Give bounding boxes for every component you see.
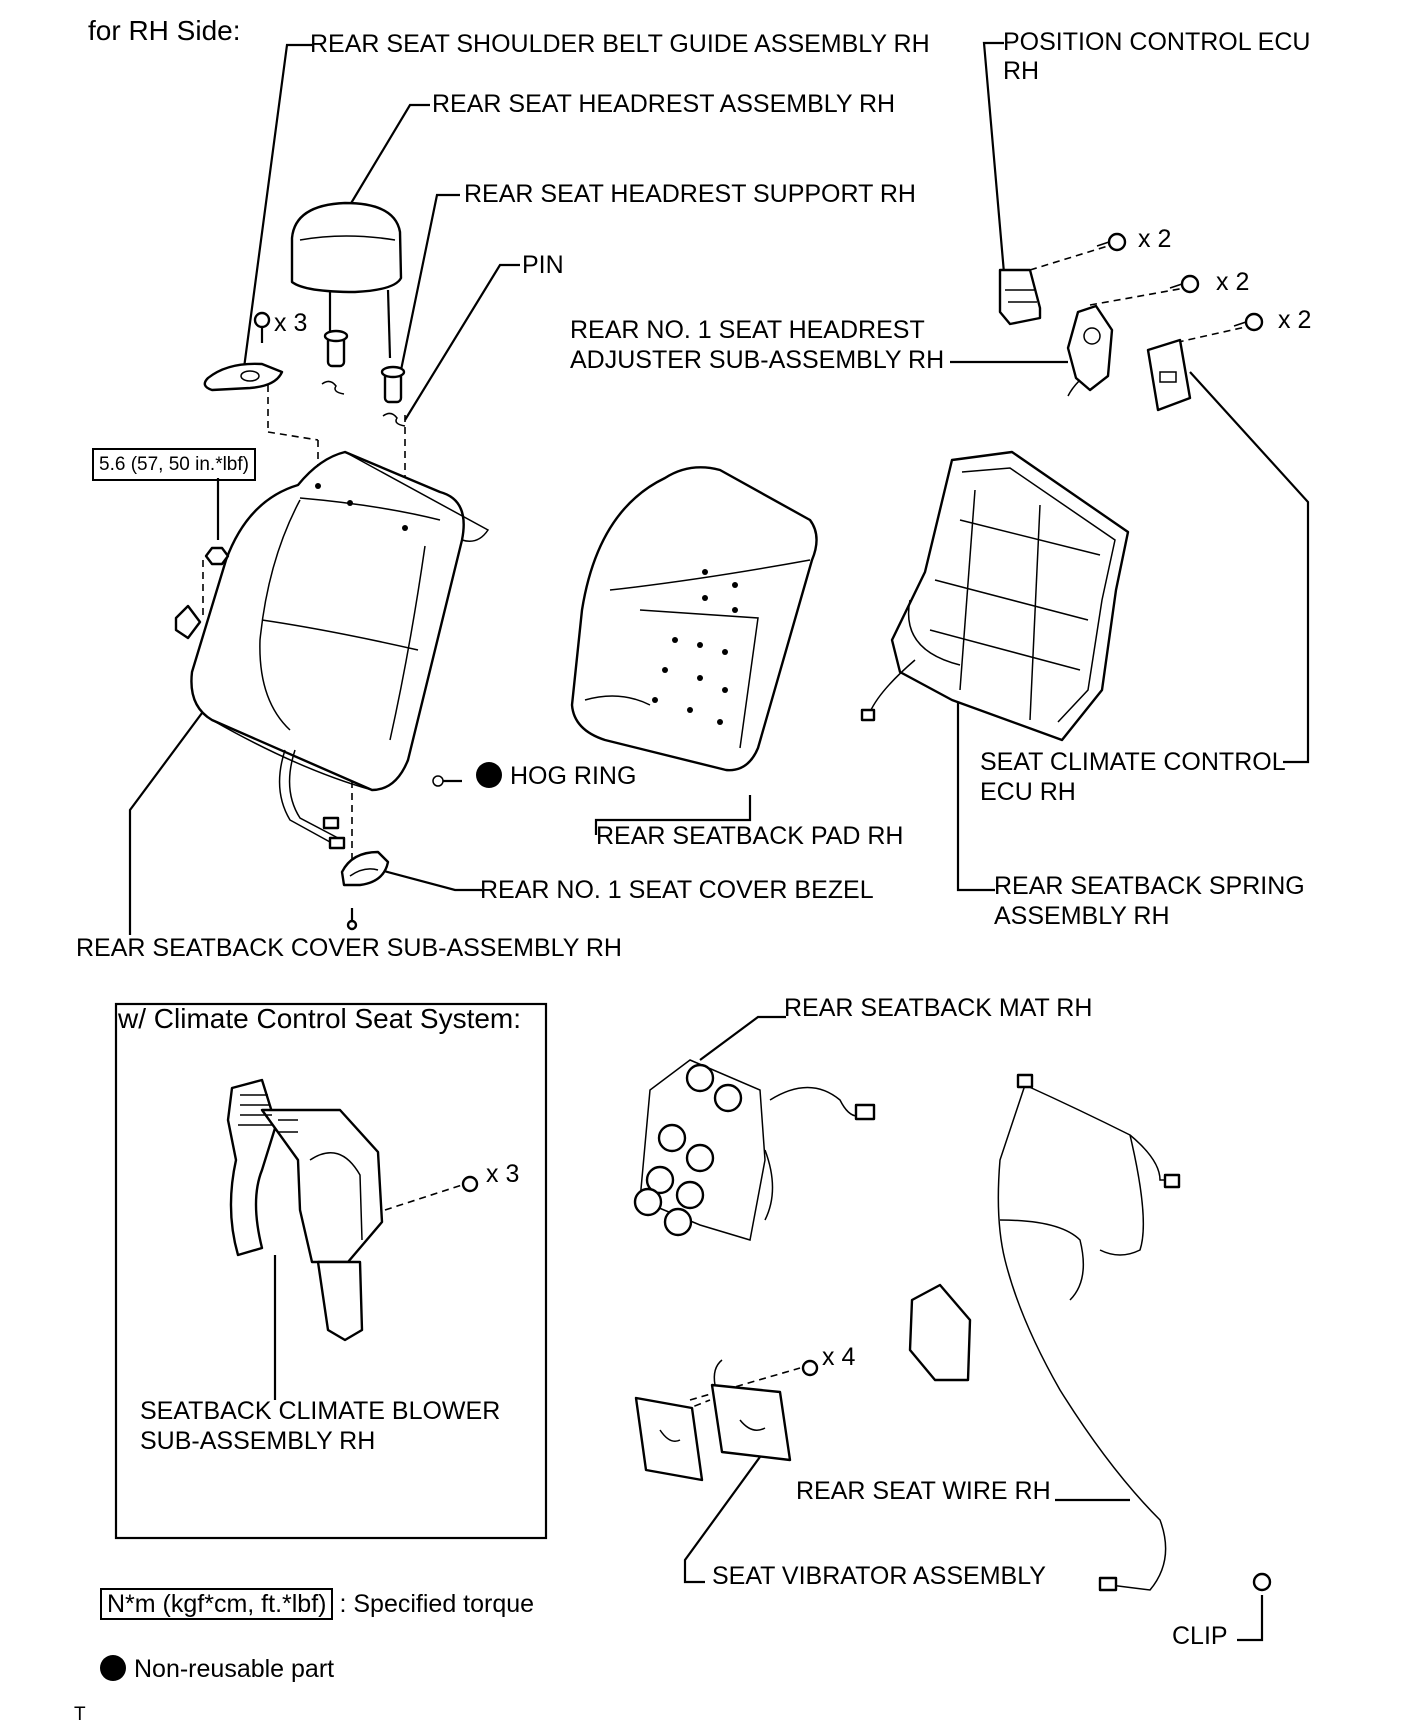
leader-lines [128, 41, 1310, 1642]
label-headrest-adjuster: REAR NO. 1 SEAT HEADREST [570, 316, 925, 344]
label-seatback-mat: REAR SEATBACK MAT RH [784, 994, 1093, 1022]
legend-non-reusable: Non-reusable part [100, 1655, 334, 1684]
qty-blower-nuts: x 3 [486, 1160, 520, 1188]
label-seat-cover-bezel: REAR NO. 1 SEAT COVER BEZEL [480, 876, 874, 904]
non-reusable-dot-icon [476, 762, 502, 788]
label-headrest-support: REAR SEAT HEADREST SUPPORT RH [464, 180, 916, 208]
legend-torque-text: : Specified torque [339, 1590, 535, 1618]
qty-ecu-bolts: x 2 [1138, 225, 1172, 253]
label-spring-assembly: REAR SEATBACK SPRING [994, 872, 1305, 900]
label-seatback-cover: REAR SEATBACK COVER SUB-ASSEMBLY RH [76, 934, 622, 962]
hog-ring-icon [432, 775, 462, 787]
label-headrest-assembly: REAR SEAT HEADREST ASSEMBLY RH [432, 90, 896, 118]
climate-system-box [114, 1002, 548, 1540]
label-climate-ecu-2: ECU RH [980, 778, 1076, 806]
clip [1252, 1572, 1272, 1592]
label-seat-wire: REAR SEAT WIRE RH [796, 1477, 1051, 1505]
seatback-cover [174, 450, 490, 850]
seat-wire-harness [908, 1073, 1181, 1592]
headrest-support [321, 329, 406, 427]
label-clip: CLIP [1172, 1622, 1228, 1650]
label-seatback-pad: REAR SEATBACK PAD RH [596, 822, 904, 850]
legend-torque-unit: N*m (kgf*cm, ft.*lbf) [100, 1588, 334, 1620]
label-headrest-adjuster-2: ADJUSTER SUB-ASSEMBLY RH [570, 346, 945, 374]
label-hog-ring: HOG RING [510, 762, 637, 790]
qty-climate-ecu-bolts: x 2 [1278, 306, 1312, 334]
position-control-ecu [998, 232, 1127, 326]
seatback-climate-blower [226, 1078, 479, 1342]
label-shoulder-belt-guide: REAR SEAT SHOULDER BELT GUIDE ASSEMBLY R… [310, 30, 930, 58]
legend-non-reusable-text: Non-reusable part [134, 1655, 335, 1683]
seatback-mat [633, 1059, 876, 1241]
qty-belt-guide-bolts: x 3 [274, 309, 308, 337]
headrest-assembly [290, 201, 403, 359]
seatback-pad [570, 466, 818, 772]
label-climate-ecu: SEAT CLIMATE CONTROL [980, 748, 1286, 776]
label-blower: SEATBACK CLIMATE BLOWER [140, 1397, 501, 1425]
torque-spec: 5.6 (57, 50 in.*lbf) [92, 448, 256, 481]
qty-adjuster-bolts: x 2 [1216, 268, 1250, 296]
non-reusable-legend-dot-icon [100, 1655, 126, 1681]
climate-box-title: w/ Climate Control Seat System: [118, 1003, 522, 1034]
seat-cover-bezel [340, 850, 390, 931]
seatback-spring-frame [860, 450, 1130, 742]
shoulder-belt-guide [203, 311, 284, 392]
qty-vibrator-nuts: x 4 [822, 1343, 856, 1371]
label-position-control-ecu-2: RH [1003, 57, 1040, 85]
label-position-control-ecu: POSITION CONTROL ECU [1003, 28, 1311, 56]
label-pin: PIN [522, 251, 564, 279]
legend-torque: N*m (kgf*cm, ft.*lbf): Specified torque [100, 1588, 535, 1620]
label-blower-2: SUB-ASSEMBLY RH [140, 1427, 376, 1455]
footer-code: T [74, 1704, 86, 1725]
headrest-adjuster [1066, 274, 1200, 397]
seat-vibrator [634, 1359, 819, 1482]
climate-control-ecu [1146, 312, 1264, 412]
page-title: for RH Side: [88, 15, 241, 46]
label-vibrator: SEAT VIBRATOR ASSEMBLY [712, 1562, 1046, 1590]
hog-ring-label-row: HOG RING [434, 762, 636, 791]
label-spring-assembly-2: ASSEMBLY RH [994, 902, 1170, 930]
